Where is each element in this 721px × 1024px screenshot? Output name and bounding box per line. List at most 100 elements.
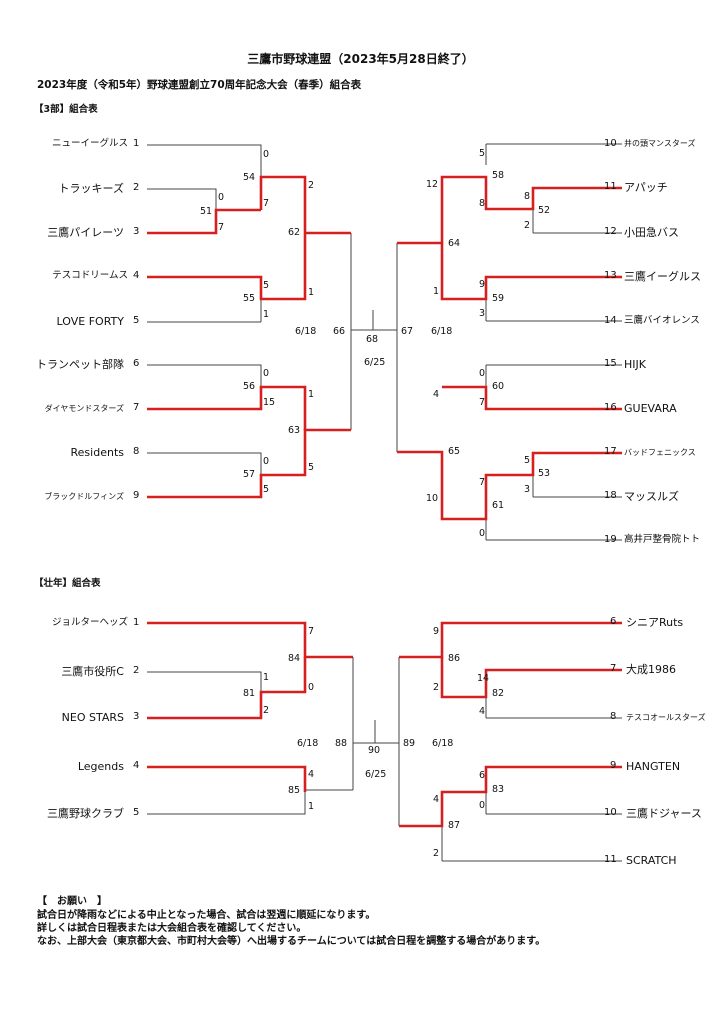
match-number: 83 [492, 784, 505, 795]
score: 6 [479, 770, 486, 781]
match-number: 56 [243, 381, 256, 392]
match-number: 51 [200, 206, 213, 217]
score: 0 [218, 192, 225, 203]
match-number: 68 [366, 334, 379, 345]
round-date: 6/18 [295, 326, 317, 337]
team-seed: 3 [133, 226, 140, 237]
team-seed: 5 [133, 315, 140, 326]
team-name: マッスルズ [624, 490, 679, 503]
match-number: 58 [492, 170, 505, 181]
score: 4 [308, 769, 315, 780]
team-seed: 18 [604, 490, 617, 501]
team-name: 高井戸整骨院トト [624, 534, 701, 545]
team-seed: 9 [610, 760, 617, 771]
team-name: Residents [70, 446, 124, 459]
team-seed: 4 [133, 270, 140, 281]
team-name: ニューイーグルス [51, 138, 128, 149]
score: 2 [524, 220, 531, 231]
page-title: 三鷹市野球連盟（2023年5月28日終了） [247, 52, 474, 66]
match-number: 90 [368, 745, 381, 756]
team-seed: 10 [604, 807, 617, 818]
score: 1 [308, 287, 315, 298]
section-label-senior: 【壮年】組合表 [34, 578, 101, 589]
team-name: ブラックドルフィンズ [44, 492, 124, 501]
score: 3 [524, 484, 531, 495]
score: 0 [479, 368, 486, 379]
team-name: 三鷹バイオレンス [624, 315, 700, 326]
score: 0 [263, 149, 270, 160]
team-seed: 13 [604, 270, 617, 281]
match-number: 86 [448, 653, 461, 664]
team-seed: 15 [604, 358, 617, 369]
score: 5 [263, 280, 270, 291]
team-name: 三鷹イーグルス [624, 270, 701, 283]
score: 1 [263, 672, 270, 683]
match-number: 64 [448, 238, 461, 249]
match-number: 57 [243, 469, 256, 480]
team-seed: 8 [133, 446, 140, 457]
score: 15 [263, 397, 276, 408]
match-number: 89 [403, 738, 416, 749]
round-date: 6/18 [431, 326, 453, 337]
team-name: LOVE FORTY [56, 315, 124, 328]
team-seed: 9 [133, 490, 140, 501]
team-name: 三鷹ドジャース [626, 807, 702, 820]
score: 2 [308, 180, 315, 191]
team-name: ダイヤモンドスターズ [44, 404, 124, 413]
team-seed: 6 [610, 616, 617, 627]
team-seed: 3 [133, 711, 140, 722]
team-name: バッドフェニックス [624, 448, 696, 457]
team-seed: 2 [133, 182, 140, 193]
score: 4 [479, 706, 486, 717]
team-name: GUEVARA [624, 402, 677, 415]
team-seed: 6 [133, 358, 140, 369]
match-number: 65 [448, 446, 461, 457]
score: 0 [263, 456, 270, 467]
score: 3 [479, 308, 486, 319]
final-date: 6/25 [364, 357, 386, 368]
match-number: 61 [492, 500, 505, 511]
score: 5 [479, 148, 486, 159]
match-number: 54 [243, 172, 256, 183]
score: 9 [433, 626, 440, 637]
team-seed: 4 [133, 760, 140, 771]
score: 7 [479, 397, 486, 408]
team-seed: 8 [610, 711, 617, 722]
match-number: 53 [538, 468, 551, 479]
score: 1 [308, 801, 315, 812]
team-seed: 7 [133, 402, 140, 413]
score: 0 [479, 800, 486, 811]
score: 12 [426, 179, 439, 190]
team-seed: 5 [133, 807, 140, 818]
round-date: 6/18 [297, 738, 319, 749]
match-number: 81 [243, 688, 256, 699]
team-seed: 11 [604, 181, 617, 192]
score: 7 [218, 222, 225, 233]
score: 5 [308, 462, 315, 473]
final-date: 6/25 [365, 769, 387, 780]
page-subtitle: 2023年度（令和5年）野球連盟創立70周年記念大会（春季）組合表 [37, 79, 362, 91]
team-name: トランペット部隊 [36, 358, 124, 371]
score: 1 [433, 286, 440, 297]
team-seed: 17 [604, 446, 617, 457]
team-name: 井の頭マンスターズ [624, 139, 696, 148]
team-name: Legends [77, 760, 124, 773]
score: 8 [479, 198, 486, 209]
team-name: アパッチ [624, 181, 668, 194]
score: 0 [479, 528, 486, 539]
match-number: 67 [401, 326, 414, 337]
score: 8 [524, 191, 531, 202]
match-number: 88 [335, 738, 348, 749]
team-seed: 1 [133, 617, 140, 628]
score: 7 [479, 477, 486, 488]
score: 7 [263, 198, 270, 209]
round-date: 6/18 [432, 738, 454, 749]
team-name: 三鷹パイレーツ [47, 226, 124, 239]
team-name: 大成1986 [626, 663, 676, 676]
team-seed: 7 [610, 663, 617, 674]
match-number: 59 [492, 293, 505, 304]
score: 5 [263, 484, 270, 495]
score: 2 [433, 682, 440, 693]
team-name: 三鷹野球クラブ [47, 807, 124, 820]
